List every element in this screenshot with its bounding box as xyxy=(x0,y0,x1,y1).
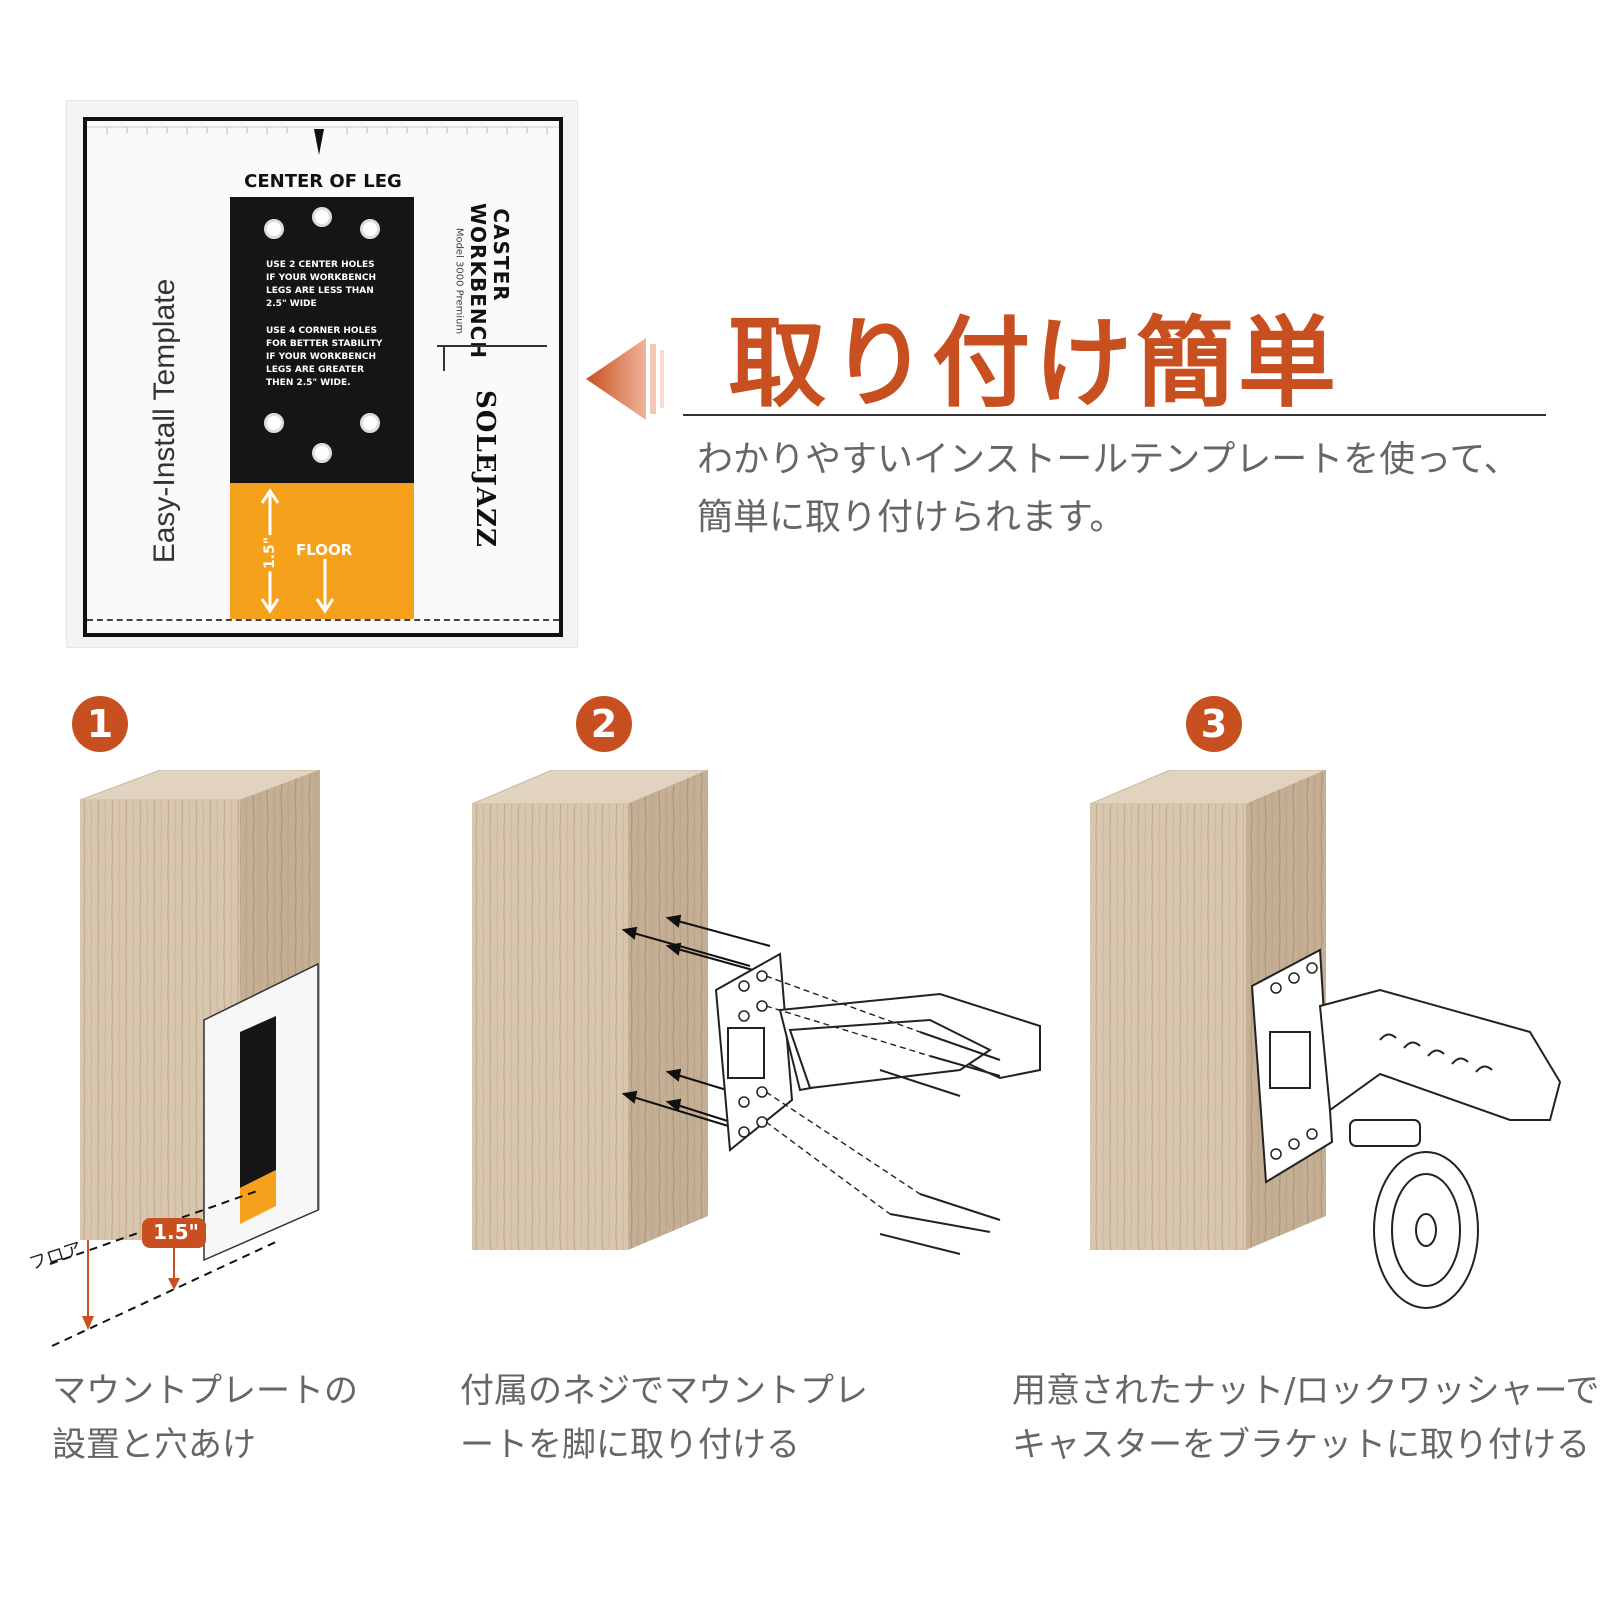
brand-label: SOLEJAZZ xyxy=(470,390,500,548)
hole-bottom-center xyxy=(312,443,332,463)
template-instructions-2: USE 4 CORNER HOLES FOR BETTER STABILITY … xyxy=(266,326,383,388)
template-side-title: Easy-Install Template xyxy=(148,278,181,564)
step-3-caption: 用意されたナット/ロックワッシャーで キャスターをブラケットに取り付ける xyxy=(1012,1371,1600,1465)
floor-label: FLOOR xyxy=(296,541,353,559)
step-1-caption: マウントプレートの 設置と穴あけ xyxy=(52,1371,358,1465)
measure-label: 1.5" xyxy=(262,534,278,572)
template-divider xyxy=(443,345,445,371)
model-label: Model 3000 Premium xyxy=(453,227,465,335)
install-template-card: CENTER OF LEG Easy-Install Template USE … xyxy=(66,100,578,648)
step-1-offset-label: 1.5" xyxy=(153,1220,199,1244)
template-divider-h xyxy=(437,345,547,347)
template-floor-panel: 1.5" FLOOR xyxy=(230,483,414,619)
headline-title: 取り付け簡単 xyxy=(728,307,1341,421)
floor-dashed-line xyxy=(87,619,559,621)
floor-arrows xyxy=(260,488,335,614)
step-2-caption: 付属のネジでマウントプレ ートを脚に取り付ける xyxy=(460,1371,868,1465)
template-hole-panel: USE 2 CENTER HOLES IF YOUR WORKBENCH LEG… xyxy=(230,197,414,483)
step-2-illustration xyxy=(471,770,1041,1255)
hole-top-center xyxy=(312,207,332,227)
step-3-illustration xyxy=(1089,770,1562,1309)
template-instructions-1: USE 2 CENTER HOLES IF YOUR WORKBENCH LEG… xyxy=(266,260,377,309)
pointer-arrow-icon xyxy=(586,338,664,420)
product-label-workbench: WORKBENCH xyxy=(466,202,490,360)
template-sheet: CENTER OF LEG Easy-Install Template USE … xyxy=(83,117,563,637)
hole-top-left xyxy=(264,219,284,239)
step-3-badge: 3 xyxy=(1186,696,1242,752)
headline-description-1: わかりやすいインストールテンプレートを使って、 xyxy=(697,439,1520,480)
step-2-badge: 2 xyxy=(576,696,632,752)
headline-description-2: 簡単に取り付けられます。 xyxy=(697,497,1126,538)
hole-bottom-left xyxy=(264,413,284,433)
hole-top-right xyxy=(360,219,380,239)
template-ruler xyxy=(87,126,559,155)
step-1-illustration xyxy=(49,770,321,1347)
center-of-leg-label: CENTER OF LEG xyxy=(244,171,402,192)
step-1-badge: 1 xyxy=(72,696,128,752)
hole-bottom-right xyxy=(360,413,380,433)
product-label-caster: CASTER xyxy=(489,208,513,302)
headline-rule xyxy=(683,414,1546,416)
